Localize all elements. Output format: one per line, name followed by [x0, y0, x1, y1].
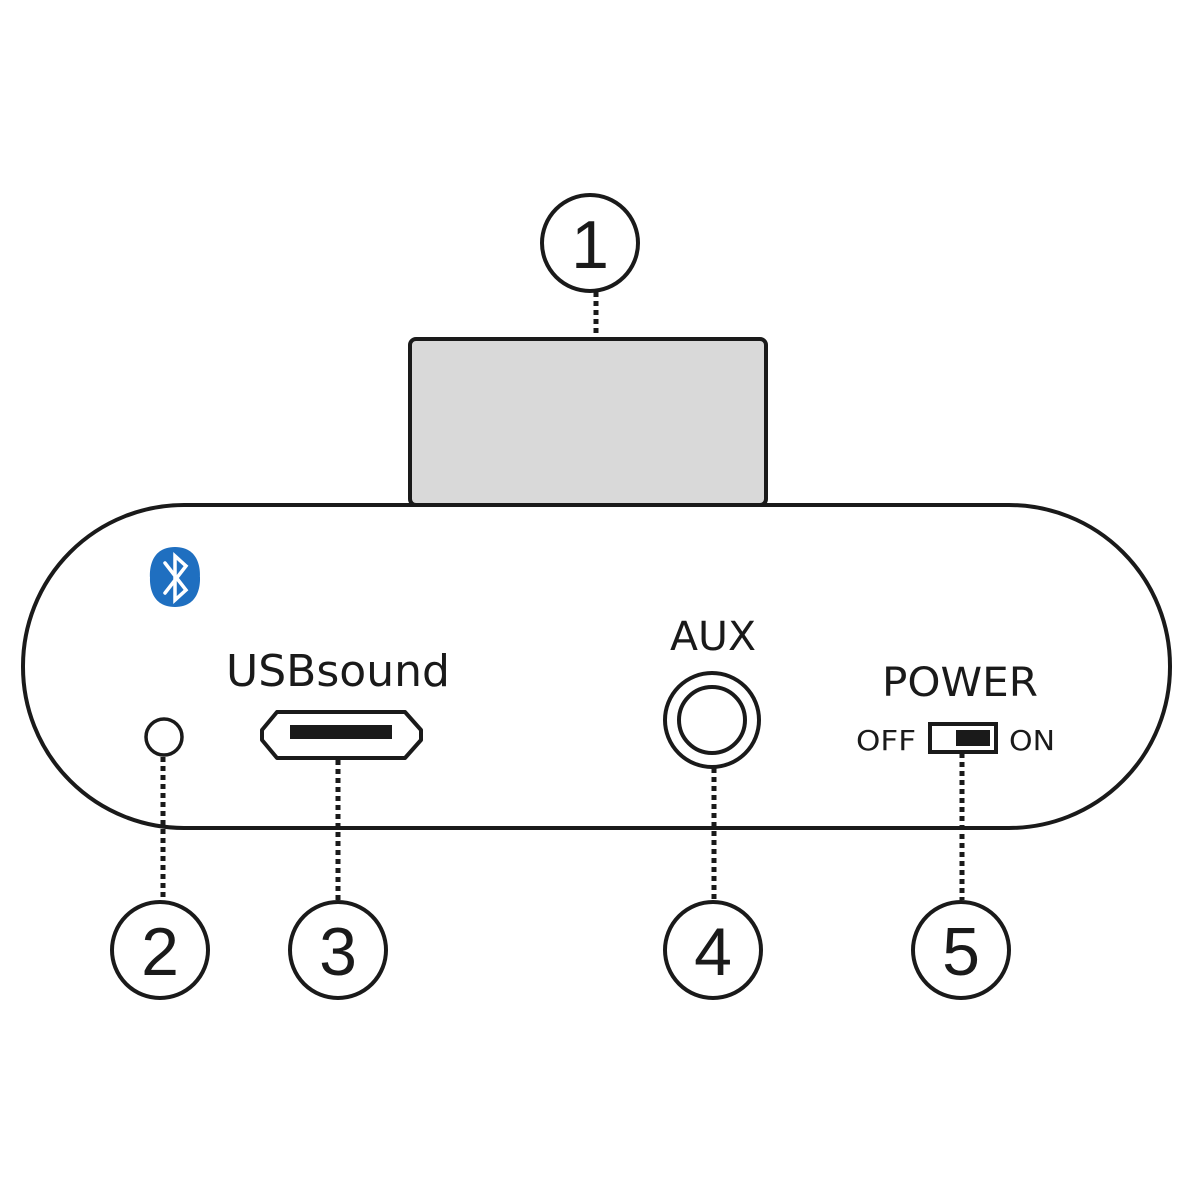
svg-text:1: 1 [571, 207, 609, 283]
power-switch [928, 722, 998, 754]
on-label: ON [1009, 724, 1055, 757]
usb-label: USBsound [226, 646, 450, 697]
callout-1: 1 [540, 193, 640, 293]
svg-text:2: 2 [141, 914, 179, 990]
power-label: POWER [882, 660, 1038, 706]
dongle [408, 337, 768, 507]
off-label: OFF [856, 724, 916, 757]
bluetooth-icon [149, 547, 201, 607]
usb-port [260, 710, 423, 760]
callout-3: 3 [288, 900, 388, 1000]
callout-2: 2 [110, 900, 210, 1000]
svg-text:4: 4 [694, 914, 732, 990]
aux-jack [663, 671, 761, 769]
callout-4: 4 [663, 900, 763, 1000]
indicator-light [144, 717, 184, 757]
power-switch-knob [956, 730, 990, 746]
aux-label: AUX [670, 614, 756, 660]
callout-5: 5 [911, 900, 1011, 1000]
svg-text:3: 3 [319, 914, 357, 990]
svg-text:5: 5 [942, 914, 980, 990]
